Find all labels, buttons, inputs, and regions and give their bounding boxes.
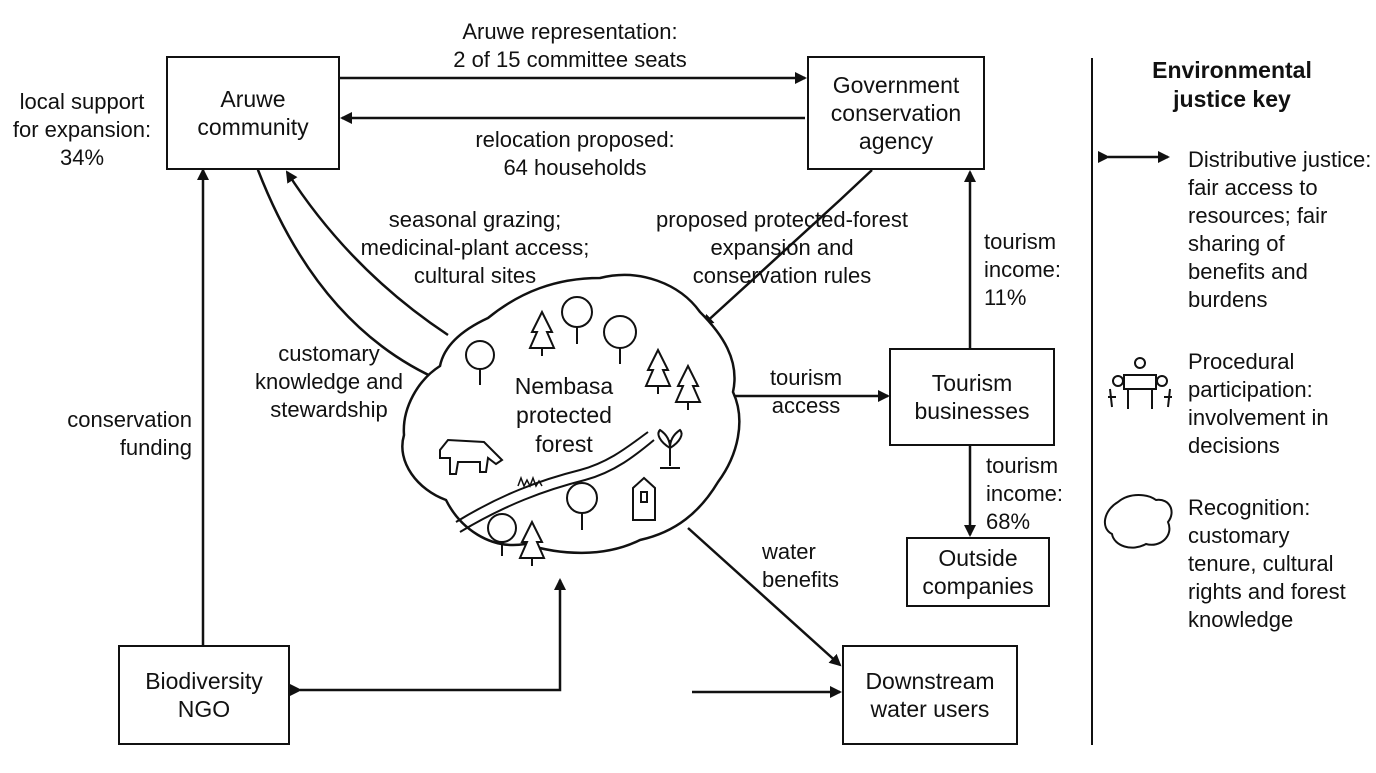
water-benefits-label: water benefits xyxy=(762,539,840,592)
tourism-businesses-node: Tourism businesses xyxy=(889,348,1055,446)
relocation-label: relocation proposed: 64 households xyxy=(475,127,675,180)
aruwe-community-node: Aruwe community xyxy=(166,56,340,170)
shrine-icon xyxy=(632,476,656,521)
cow-icon xyxy=(439,438,504,475)
key-distributive-text: Distributive justice: fair access to res… xyxy=(1188,147,1372,312)
biodiversity-ngo-node: Biodiversity NGO xyxy=(118,645,290,745)
government-agency-node: Government conservation agency xyxy=(807,56,985,170)
local-support-label: local support for expansion: 34% xyxy=(12,89,152,170)
outside-companies-label: Outside companies xyxy=(922,545,1034,599)
river-line xyxy=(459,439,655,533)
biodiversity-ngo-label: Biodiversity NGO xyxy=(145,668,263,722)
key-recognition-text: Recognition: customary tenure, cultural … xyxy=(1188,495,1346,632)
representation-label: Aruwe representation: 2 of 15 committee … xyxy=(453,19,687,72)
tourism-income-gov-label: tourism income: 11% xyxy=(984,229,1062,310)
forest-label: Nembasa protected forest xyxy=(514,373,614,457)
ngo-forest-arrow xyxy=(290,578,566,696)
downstream-water-users-label: Downstream water users xyxy=(865,668,995,722)
aruwe-community-label: Aruwe community xyxy=(197,86,309,140)
funding-label: conservation funding xyxy=(67,407,192,460)
tourism-access-label: tourism access xyxy=(769,365,843,418)
downstream-water-users-node: Downstream water users xyxy=(842,645,1018,745)
key-procedural-text: Procedural participation: involvement in… xyxy=(1188,349,1329,458)
meeting-table-icon xyxy=(1108,357,1172,409)
river-line xyxy=(455,431,649,523)
conifer-tree-icon xyxy=(644,347,672,394)
conifer-tree-icon xyxy=(518,519,546,566)
deciduous-tree-icon xyxy=(603,315,637,364)
deciduous-tree-icon xyxy=(561,296,593,344)
deciduous-tree-icon xyxy=(566,482,598,530)
expansion-label: proposed protected-forest expansion and … xyxy=(656,207,908,288)
conifer-tree-icon xyxy=(674,363,702,410)
deciduous-tree-icon xyxy=(465,340,495,385)
grass-icon xyxy=(517,475,543,488)
expansion-arrow xyxy=(701,169,873,327)
outside-companies-node: Outside companies xyxy=(906,537,1050,607)
grazing-label: seasonal grazing; medicinal-plant access… xyxy=(360,207,590,288)
deciduous-tree-icon xyxy=(487,513,517,556)
customary-label: customary knowledge and stewardship xyxy=(254,341,403,422)
conifer-tree-icon xyxy=(528,309,556,356)
government-agency-label: Government conservation agency xyxy=(830,72,962,154)
tourism-income-outside-label: tourism income: 68% xyxy=(986,453,1064,534)
key-title: Environmental justice key xyxy=(1152,57,1312,112)
tourism-businesses-label: Tourism businesses xyxy=(914,370,1030,424)
water-benefits-arrow xyxy=(687,527,842,667)
customary-arrow xyxy=(248,158,446,384)
seedling-icon xyxy=(657,428,683,469)
recognition-blob-icon xyxy=(1103,494,1173,549)
